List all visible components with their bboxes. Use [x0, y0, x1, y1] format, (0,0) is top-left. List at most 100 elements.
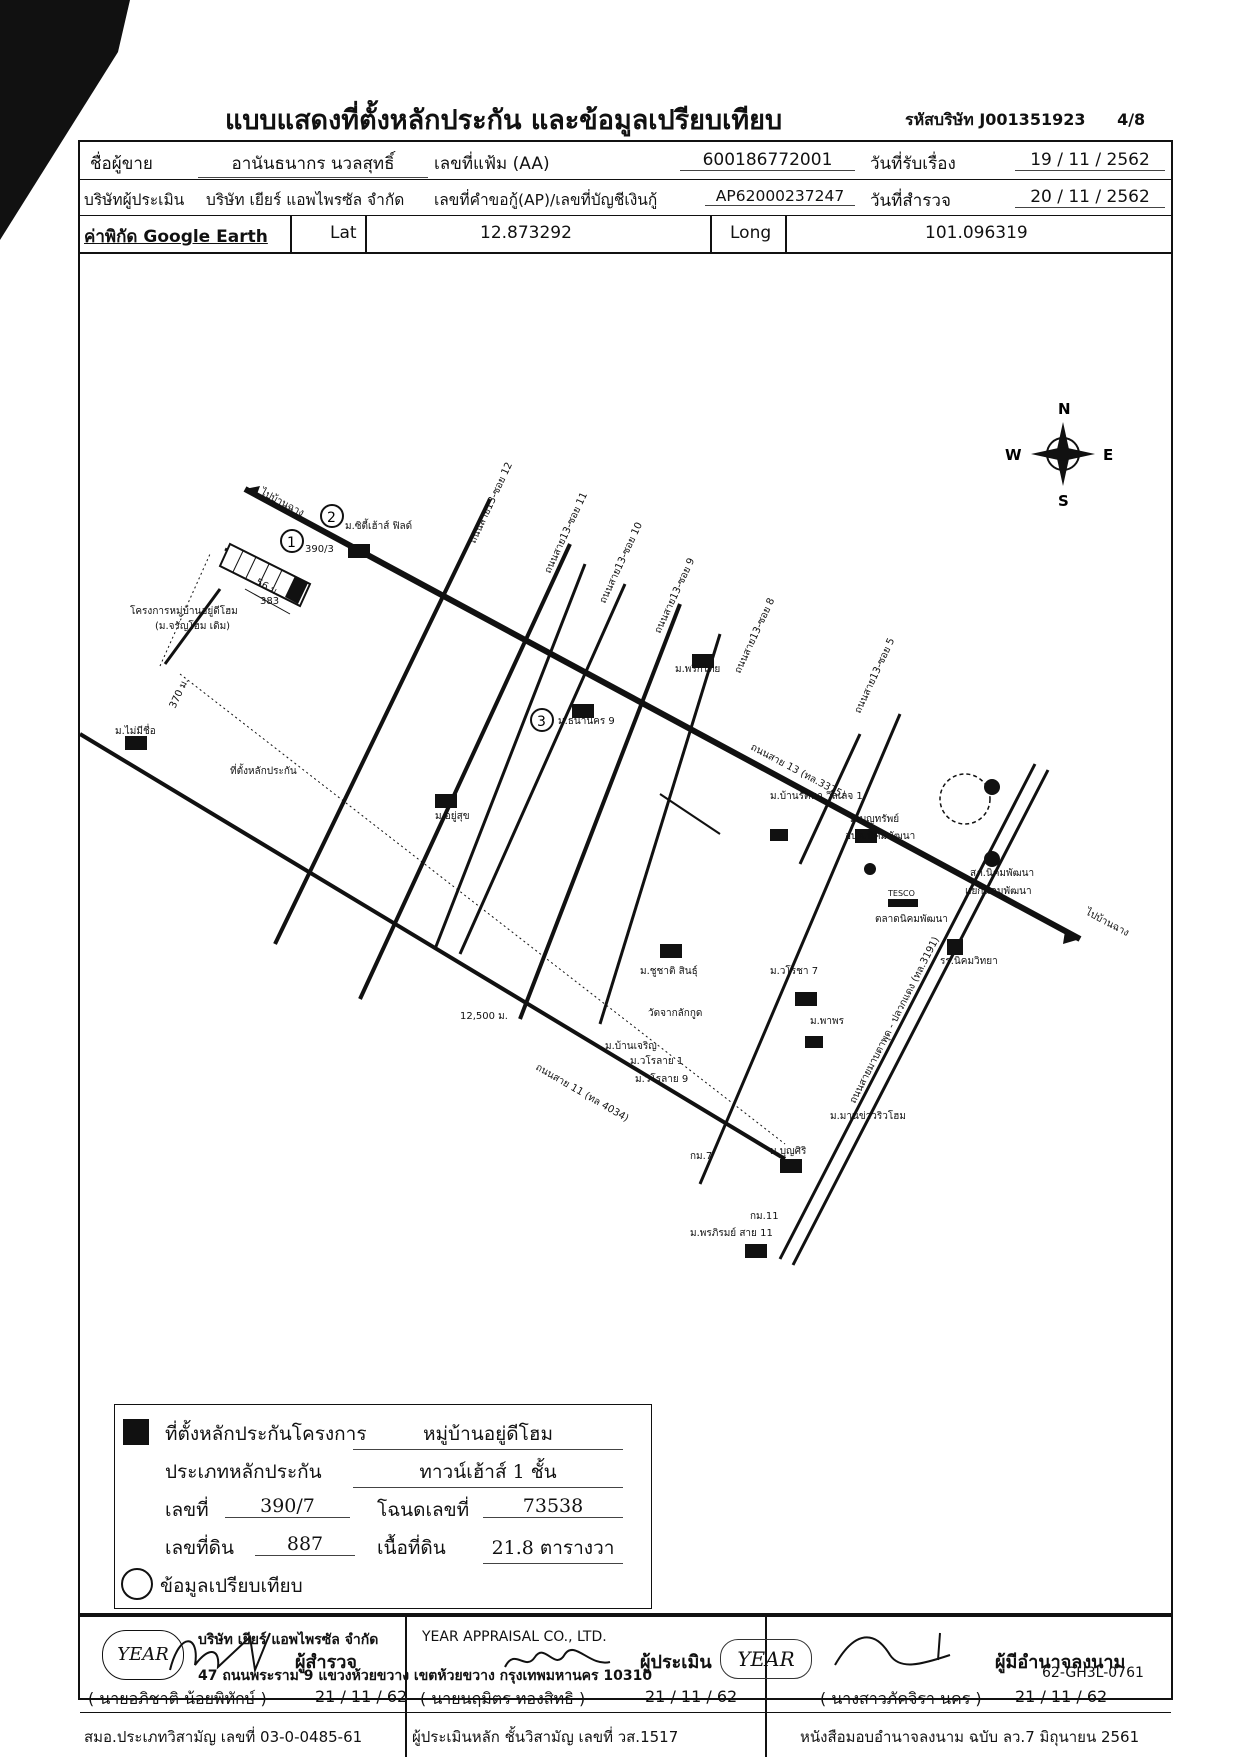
compass-rose-icon: N S E W	[1005, 400, 1113, 510]
m-city-label: ม.ซิตี้เฮ้าส์ ฟิลด์	[345, 518, 412, 532]
legend-project-label: ที่ตั้งหลักประกันโครงการ	[165, 1423, 367, 1445]
surveyor-date: 21 / 11 / 62	[315, 1687, 408, 1706]
m-bun-label: ม.บุญศิริ	[770, 1146, 807, 1157]
legend-collateral-swatch	[123, 1419, 149, 1445]
tesco-label: TESCO	[887, 889, 915, 898]
collateral-marker	[285, 576, 308, 604]
legend-box: ที่ตั้งหลักประกันโครงการ หมู่บ้านอยู่ดีโ…	[114, 1404, 652, 1609]
svg-text:1: 1	[287, 535, 296, 551]
long-label: Long	[730, 223, 772, 243]
soi-11-road	[358, 543, 572, 1000]
legend-area-label: เนื้อที่ดิน	[377, 1537, 446, 1559]
company-code-label: รหัสบริษัท	[905, 110, 974, 129]
m-mai-label: ม.ไม่มีชื่อ	[115, 723, 156, 737]
highway-3191-a	[778, 763, 1037, 1260]
m-anan-label: ม.ธนานคร 9	[558, 716, 615, 727]
surveyor-role: ผู้สำรวจ	[295, 1652, 357, 1673]
tesco-icon	[888, 899, 918, 907]
road-side-label: ถนนสายมาบตาพุด - ปลวกแดง (ทล.3191)	[848, 935, 942, 1105]
file-no-label: เลขที่แฟ้ม (AA)	[434, 154, 550, 174]
svg-text:2: 2	[327, 510, 336, 526]
appraiser-signature	[504, 1648, 611, 1668]
road-main11-label: ถนนสาย 11 (ทล 4034)	[534, 1062, 631, 1124]
road13-11-label: ถนนสาย13-ซอย 11	[543, 491, 590, 576]
minor-road	[659, 793, 721, 835]
marker-2: 2	[320, 504, 344, 528]
compass-w: W	[1005, 446, 1022, 464]
pt-nikhom-label: สภ.นิคมพัฒนา	[970, 868, 1034, 879]
info-row-1: ชื่อผู้ขาย อานันธนากร นวลสุทธิ์ เลขที่แฟ…	[80, 142, 1171, 180]
soi-8-road	[598, 633, 722, 1025]
num-390-3: 390/3	[305, 544, 334, 555]
soi-11-road-b	[433, 563, 587, 950]
legend-land-value: 887	[255, 1533, 355, 1556]
road13-12-label: ถนนสาย13-ซอย 12	[468, 461, 515, 546]
seller-label: ชื่อผู้ขาย	[90, 154, 153, 174]
compass-n: N	[1058, 400, 1071, 418]
house-icon	[660, 944, 682, 958]
lat-value: 12.873292	[480, 223, 572, 243]
legend-compare-circle-icon	[121, 1568, 153, 1600]
info-row-2: บริษัทผู้ประเมิน บริษัท เยียร์ แอพไพรซัล…	[80, 179, 1171, 216]
legend-deed-value: 73538	[483, 1495, 623, 1518]
coords-row: ค่าพิกัด Google Earth Lat 12.873292 Long…	[80, 215, 1171, 254]
footer-doc-code: 62-GH3L-0761	[1042, 1665, 1144, 1681]
compass-s: S	[1058, 492, 1069, 510]
seller-value: อานันธนากร นวลสุทธิ์	[198, 150, 428, 178]
marker-1: 1	[280, 529, 304, 553]
pin-icon	[984, 779, 1000, 795]
legend-deed-label: โฉนดเลขที่	[377, 1499, 470, 1521]
house-icon	[125, 736, 147, 750]
dim-12500	[179, 673, 786, 1145]
m-prik-label: ม.พริกไทย	[675, 663, 720, 675]
project-block	[218, 542, 312, 608]
company-code-value: J001351923	[979, 110, 1086, 129]
house-icon	[855, 829, 877, 843]
project-old-label: (ม.จรัญโฮม เดิม)	[155, 619, 230, 632]
access-soi	[163, 588, 222, 665]
m-banchat-label: ม.บ้านรัตนา วิลเลจ 1	[770, 790, 863, 802]
loan-no-label: เลขที่คำขอกู้(AP)/เลขที่บัญชีเงินกู้	[434, 191, 658, 209]
house-icon	[795, 992, 817, 1006]
company-logo: YEAR	[102, 1630, 184, 1680]
m-chu-label: ม.ชูชาติ สินธุ์	[640, 965, 698, 977]
road13-9-label: ถนนสาย13-ซอย 9	[653, 556, 698, 635]
m-paw-label: ม.พาพร	[810, 1016, 845, 1027]
m-bunsap-label: ม.บุญทรัพย์	[850, 813, 899, 825]
m-wira1-label: ม.วโรลาย 1	[630, 1054, 683, 1067]
authority-signature	[834, 1632, 951, 1666]
m-mana-label: ม.มานข่าวริวโฮม	[830, 1109, 906, 1122]
wat-label: วัดจากลักกูด	[648, 1008, 702, 1019]
m-ruen7-label: ม.วโรชา 7	[770, 964, 818, 977]
lat-label: Lat	[330, 223, 357, 243]
pin-icon	[864, 863, 876, 875]
house-icon	[805, 1036, 823, 1048]
svg-text:3: 3	[537, 714, 546, 730]
collateral-label: ที่ตั้งหลักประกัน	[230, 763, 297, 777]
authority-note: หนังสือมอบอำนาจลงนาม ฉบับ ลว.7 มิถุนายน …	[800, 1728, 1140, 1746]
legend-type-label: ประเภทหลักประกัน	[165, 1461, 322, 1483]
house-icon	[572, 704, 594, 718]
legend-area-value: 21.8 ตารางวา	[483, 1533, 623, 1564]
long-value: 101.096319	[925, 223, 1028, 243]
received-date-value: 19 / 11 / 2562	[1015, 150, 1165, 171]
house-icons	[125, 544, 1000, 1258]
dim-56	[244, 588, 291, 615]
footer-company-th: บริษัท เยียร์ แอพไพรซัล จำกัด	[198, 1632, 379, 1648]
road-11	[80, 732, 787, 1161]
company-code: รหัสบริษัท J001351923 4/8	[905, 108, 1145, 133]
soi-12-road	[273, 498, 492, 945]
house-icon	[780, 1159, 802, 1173]
yaek-label: แยกนิคมพัฒนา	[965, 886, 1032, 897]
m-ban-label: ม.บ้านเจริญ	[605, 1040, 657, 1052]
authority-date: 21 / 11 / 62	[1015, 1687, 1108, 1706]
legend-type-value: ทาวน์เฮ้าส์ 1 ชั้น	[353, 1457, 623, 1488]
km11-label: กม.11	[750, 1211, 779, 1222]
m-wira9-label: ม.วโรลาย 9	[635, 1072, 688, 1085]
hospital-icon	[947, 939, 963, 955]
legend-land-label: เลขที่ดิน	[165, 1537, 234, 1559]
legend-no-label: เลขที่	[165, 1499, 209, 1521]
house-icon	[348, 544, 370, 558]
road13-5-label: ถนนสาย13-ซอย 5	[853, 636, 898, 715]
soi-9-road	[518, 603, 682, 1020]
